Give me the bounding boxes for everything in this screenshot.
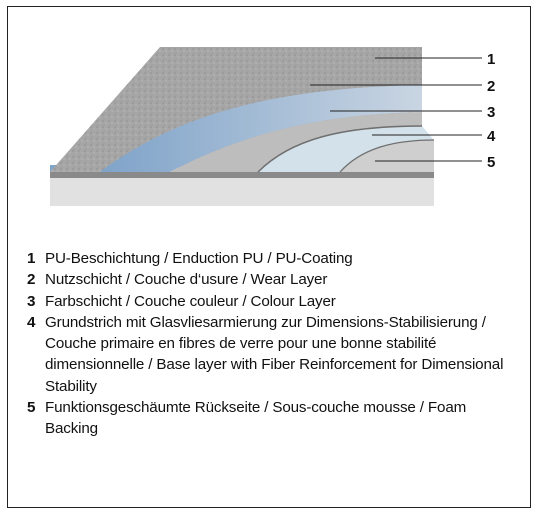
legend-item: 5 Funktionsgeschäumte Rückseite / Sous-c… bbox=[27, 397, 532, 440]
legend-number: 5 bbox=[27, 399, 36, 417]
legend-text: Nutzschicht / Couche d‘usure / Wear Laye… bbox=[45, 271, 328, 289]
legend-item: 1 PU-Beschichtung / Enduction PU / PU-Co… bbox=[27, 248, 532, 269]
layer-colour bbox=[170, 112, 422, 172]
layer-edge-line bbox=[339, 139, 435, 173]
layer-base bbox=[258, 126, 434, 172]
figure-frame bbox=[7, 6, 531, 508]
callout-number-2: 2 bbox=[487, 78, 495, 95]
legend-item: 3 Farbschicht / Couche couleur / Colour … bbox=[27, 291, 532, 312]
legend-number: 1 bbox=[27, 250, 36, 267]
callout-number-3: 3 bbox=[487, 104, 495, 121]
layer-wear bbox=[100, 85, 422, 172]
callout-number-5: 5 bbox=[487, 154, 495, 171]
legend-text: Grundstrich mit Glasvliesarmierung zur D… bbox=[45, 313, 504, 395]
legend-number: 4 bbox=[27, 313, 36, 331]
legend-item: 2 Nutzschicht / Couche d‘usure / Wear La… bbox=[27, 269, 532, 290]
legend-text: Funktionsgeschäumte Rückseite / Sous-cou… bbox=[45, 399, 467, 438]
legend-item: 4 Grundstrich mit Glasvliesarmierung zur… bbox=[27, 312, 532, 397]
flooring-layers-diagram: 1 2 3 4 5 bbox=[50, 47, 496, 206]
layer-legend: 1 PU-Beschichtung / Enduction PU / PU-Co… bbox=[27, 248, 532, 440]
edge-strip-grey bbox=[50, 172, 434, 178]
legend-text: Farbschicht / Couche couleur / Colour La… bbox=[45, 292, 336, 310]
base-slab bbox=[50, 178, 434, 206]
layer-edge-line bbox=[257, 125, 423, 173]
legend-text: PU-Beschichtung / Enduction PU / PU-Coat… bbox=[45, 250, 353, 267]
callout-number-4: 4 bbox=[487, 128, 496, 145]
layer-foam bbox=[340, 140, 434, 172]
callout-number-1: 1 bbox=[487, 51, 495, 68]
legend-number: 2 bbox=[27, 271, 36, 289]
legend-number: 3 bbox=[27, 292, 36, 310]
